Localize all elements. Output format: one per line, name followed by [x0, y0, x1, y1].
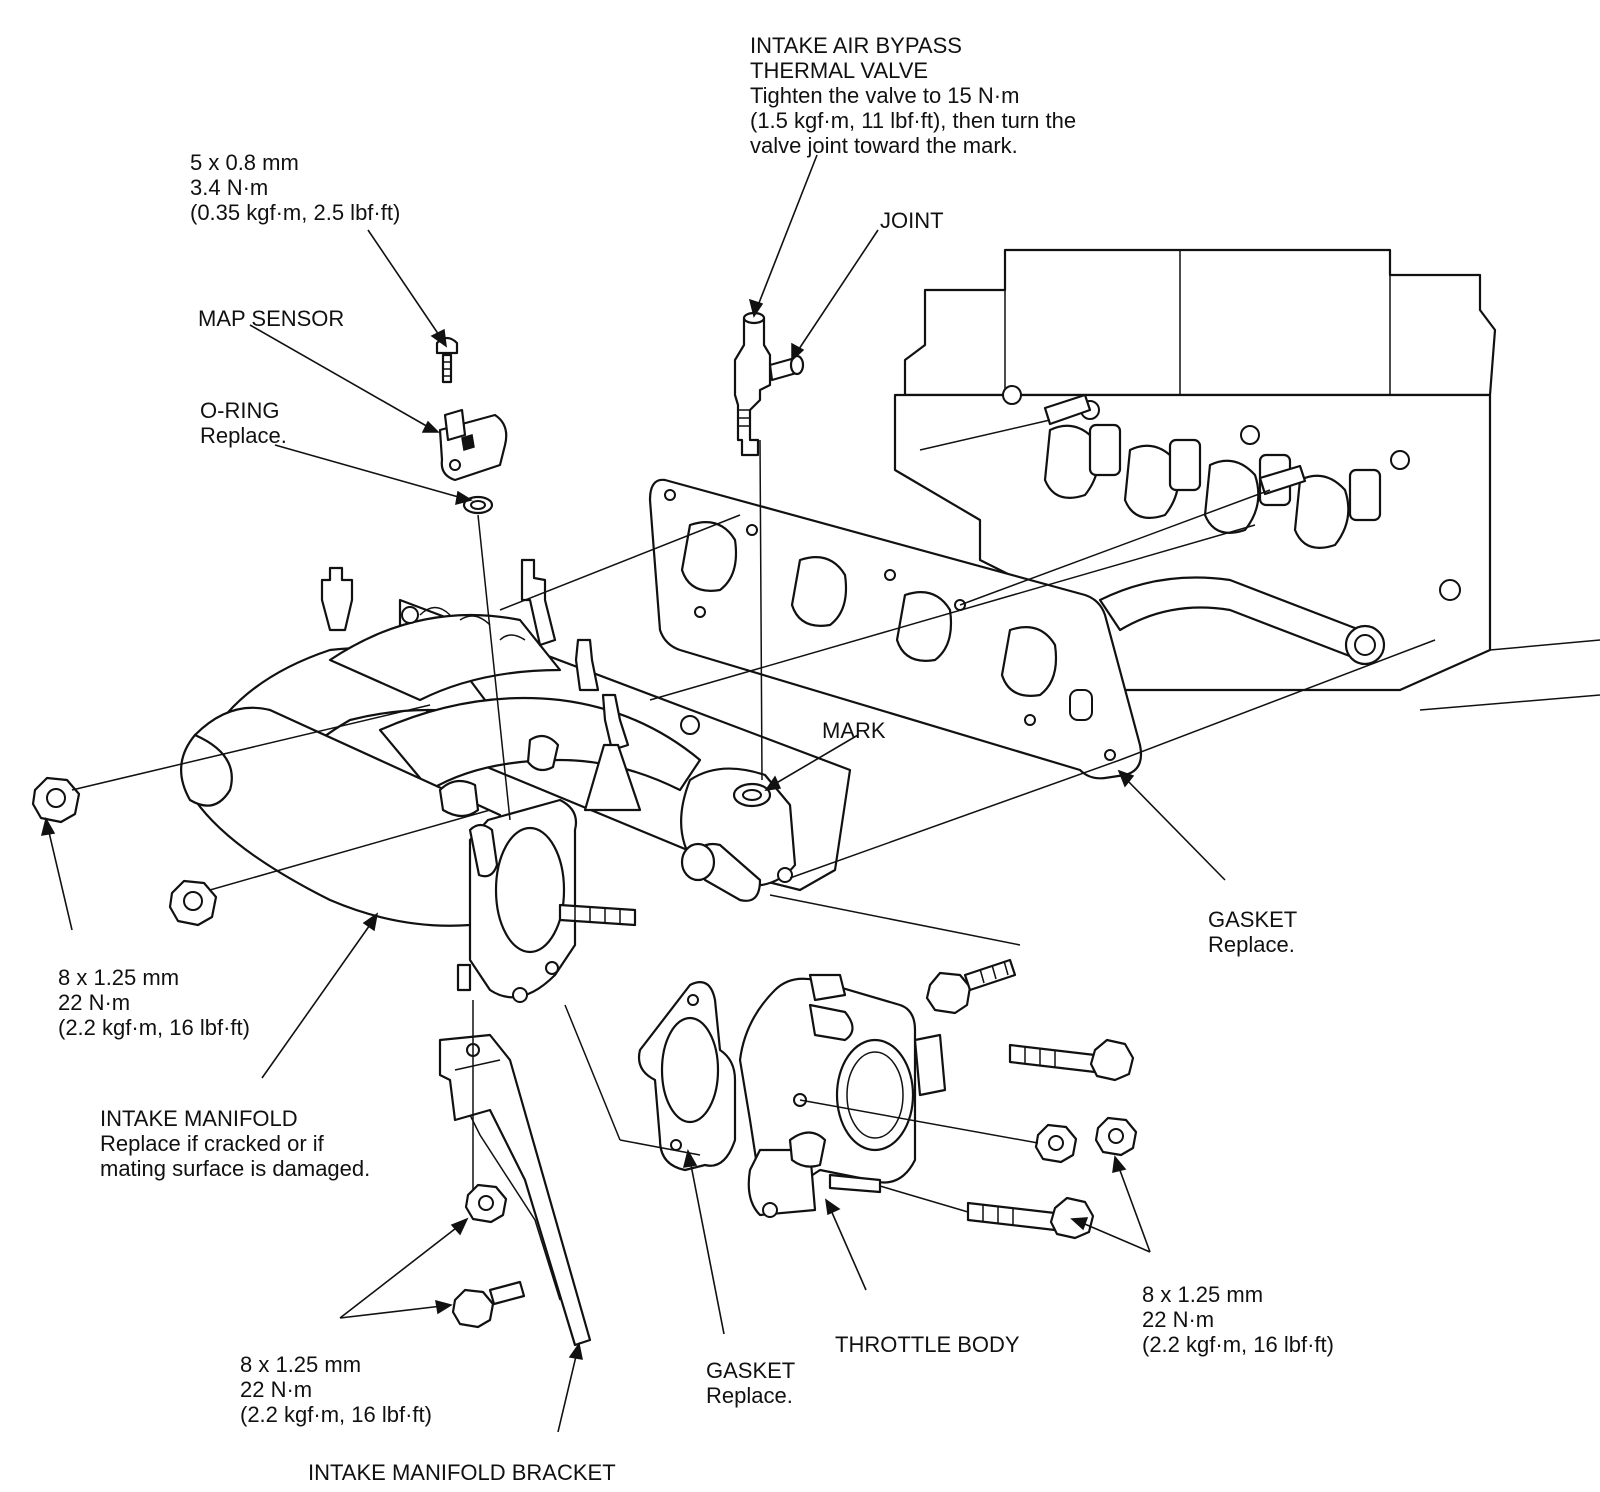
bypass-valve-label: INTAKE AIR BYPASS THERMAL VALVE Tighten … [750, 33, 1076, 158]
bracket-bolt-torque-alt: (2.2 kgf·m, 16 lbf·ft) [240, 1402, 432, 1427]
o-ring-note: Replace. [200, 423, 287, 448]
bypass-valve-title-2: THERMAL VALVE [750, 58, 929, 83]
assembly-lines [71, 419, 1436, 1213]
throttle-gasket-note: Replace. [706, 1383, 793, 1408]
throttle-fasteners [925, 958, 1138, 1240]
map-screw-torque-alt: (0.35 kgf·m, 2.5 lbf·ft) [190, 200, 401, 225]
bracket-bolt-spec-label: 8 x 1.25 mm 22 N·m (2.2 kgf·m, 16 lbf·ft… [240, 1352, 432, 1427]
map-screw-size: 5 x 0.8 mm [190, 150, 299, 175]
manifold-gasket-title: GASKET [1208, 907, 1298, 932]
map-screw-torque: 3.4 N·m [190, 175, 269, 200]
throttle-body-label: THROTTLE BODY [835, 1332, 1020, 1357]
map-screw-spec-label: 5 x 0.8 mm 3.4 N·m (0.35 kgf·m, 2.5 lbf·… [190, 150, 400, 225]
throttle-gasket-title: GASKET [706, 1358, 796, 1383]
bracket-bolt-torque: 22 N·m [240, 1377, 313, 1402]
joint-label: JOINT [880, 208, 944, 233]
map-sensor-drawing [435, 336, 508, 515]
manifold-bracket-label: INTAKE MANIFOLD BRACKET [308, 1460, 616, 1485]
left-nut-torque: 22 N·m [58, 990, 131, 1015]
intake-manifold-title: INTAKE MANIFOLD [100, 1106, 298, 1131]
manifold-gasket-label: GASKET Replace. [1208, 907, 1297, 957]
throttle-bolt-spec-label: 8 x 1.25 mm 22 N·m (2.2 kgf·m, 16 lbf·ft… [1142, 1282, 1334, 1357]
leader-lines [40, 154, 1226, 1433]
map-sensor-label: MAP SENSOR [198, 306, 345, 331]
bypass-valve-drawing [733, 311, 805, 457]
mark-label: MARK [822, 718, 886, 743]
left-nut-torque-alt: (2.2 kgf·m, 16 lbf·ft) [58, 1015, 250, 1040]
bypass-valve-note-1: Tighten the valve to 15 N·m [750, 83, 1020, 108]
bypass-valve-title-1: INTAKE AIR BYPASS [750, 33, 962, 58]
manifold-nuts [31, 776, 218, 927]
throttle-gasket-label: GASKET Replace. [706, 1358, 795, 1408]
throttle-gasket-drawing [637, 981, 737, 1172]
intake-manifold-drawing [180, 558, 852, 1003]
left-nut-size: 8 x 1.25 mm [58, 965, 180, 990]
throttle-bolt-size: 8 x 1.25 mm [1142, 1282, 1264, 1307]
intake-manifold-note-2: mating surface is damaged. [100, 1156, 371, 1181]
intake-manifold-label: INTAKE MANIFOLD Replace if cracked or if… [100, 1106, 370, 1181]
manifold-bracket-drawing [438, 1033, 592, 1347]
intake-manifold-note-1: Replace if cracked or if [100, 1131, 324, 1156]
bracket-bolt-size: 8 x 1.25 mm [240, 1352, 362, 1377]
o-ring-label: O-RING Replace. [200, 398, 287, 448]
throttle-bolt-torque-alt: (2.2 kgf·m, 16 lbf·ft) [1142, 1332, 1334, 1357]
throttle-bolt-torque: 22 N·m [1142, 1307, 1215, 1332]
manifold-gasket-note: Replace. [1208, 932, 1295, 957]
throttle-body-drawing [738, 973, 947, 1218]
left-nut-spec-label: 8 x 1.25 mm 22 N·m (2.2 kgf·m, 16 lbf·ft… [58, 965, 250, 1040]
bypass-valve-note-2: (1.5 kgf·m, 11 lbf·ft), then turn the [750, 108, 1077, 133]
o-ring-title: O-RING [200, 398, 280, 423]
bypass-valve-note-3: valve joint toward the mark. [750, 133, 1018, 158]
